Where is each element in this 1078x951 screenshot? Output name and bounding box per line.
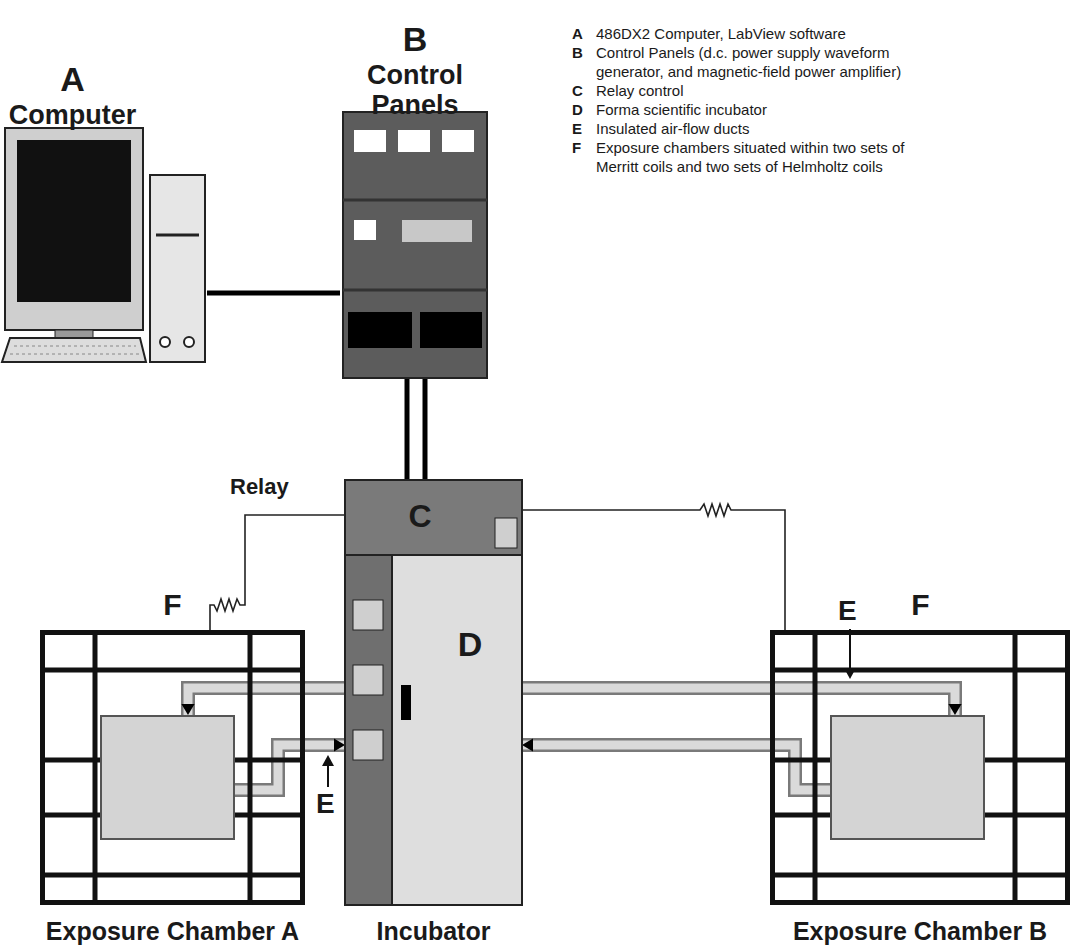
air-duct <box>522 688 962 715</box>
key-row: A486DX2 Computer, LabView software <box>572 24 1012 43</box>
key-row: DForma scientific incubator <box>572 100 1012 119</box>
key-text: Relay control <box>596 81 916 100</box>
part-letter: F <box>893 588 948 622</box>
node-label: Computer <box>0 100 145 130</box>
connector-line <box>188 688 345 715</box>
node-label: Exposure Chamber B <box>765 917 1075 945</box>
key-letter: E <box>572 119 596 138</box>
connector-line <box>522 688 955 715</box>
part-letter: B <box>340 20 490 58</box>
cable <box>407 378 408 480</box>
connector-line <box>188 688 345 715</box>
node-label: Exposure Chamber A <box>8 917 337 945</box>
wire-label: Relay <box>228 474 291 500</box>
arrow-head <box>181 704 194 715</box>
key-letter: D <box>572 100 596 119</box>
connector-line <box>522 504 785 630</box>
connector-line <box>405 378 410 480</box>
leader-arrow <box>327 764 329 787</box>
connector-line <box>210 515 345 630</box>
exposure-chamber: FExposure Chamber B <box>770 630 1070 905</box>
cable <box>207 293 340 294</box>
connector-line <box>522 688 955 715</box>
chamber-box <box>830 715 985 840</box>
part-letter: D <box>440 625 500 663</box>
control-panel: BControl Panels <box>340 20 490 378</box>
node-label: C <box>345 498 495 534</box>
cable <box>425 378 426 480</box>
key-text: 486DX2 Computer, LabView software <box>596 24 916 43</box>
part-letter: E <box>838 596 857 626</box>
part-letter: F <box>145 588 200 622</box>
key-row: EInsulated air-flow ducts <box>572 119 1012 138</box>
key-letter: A <box>572 24 596 43</box>
key-row: BControl Panels (d.c. power supply wavef… <box>572 43 1012 81</box>
node-label: Incubator <box>335 917 532 945</box>
connector-line <box>522 745 830 790</box>
connector-line <box>423 378 428 480</box>
connector-line <box>207 291 340 296</box>
key-list: A486DX2 Computer, LabView softwareBContr… <box>572 24 1012 176</box>
exposure-chamber: FExposure Chamber A <box>40 630 305 905</box>
arrow-head <box>334 738 345 751</box>
relay-control-box-art <box>345 480 522 555</box>
key-letter: F <box>572 138 596 176</box>
key-text: Exposure chambers situated within two se… <box>596 138 916 176</box>
arrow-head <box>948 704 961 715</box>
part-letter: A <box>0 60 145 98</box>
leader-arrow <box>849 629 851 670</box>
relay-wire <box>522 504 785 630</box>
key-row: CRelay control <box>572 81 1012 100</box>
key-text: Insulated air-flow ducts <box>596 119 916 138</box>
key-text: Control Panels (d.c. power supply wavefo… <box>596 43 916 81</box>
relay-control-box: C <box>345 480 522 555</box>
incubator-art <box>345 555 522 905</box>
computer: AComputer <box>0 60 207 365</box>
part-letter: E <box>316 789 335 819</box>
node-label: Control Panels <box>340 60 490 120</box>
key-text: Forma scientific incubator <box>596 100 916 119</box>
air-duct <box>522 738 830 790</box>
chamber-box <box>100 715 235 840</box>
key-letter: B <box>572 43 596 81</box>
relay-wire <box>210 515 345 630</box>
connector-line <box>522 745 830 790</box>
key-letter: C <box>572 81 596 100</box>
key-row: FExposure chambers situated within two s… <box>572 138 1012 176</box>
arrow-head <box>522 738 533 751</box>
incubator: DIncubator <box>345 555 522 905</box>
leader-head <box>322 755 334 766</box>
air-duct <box>181 688 345 715</box>
